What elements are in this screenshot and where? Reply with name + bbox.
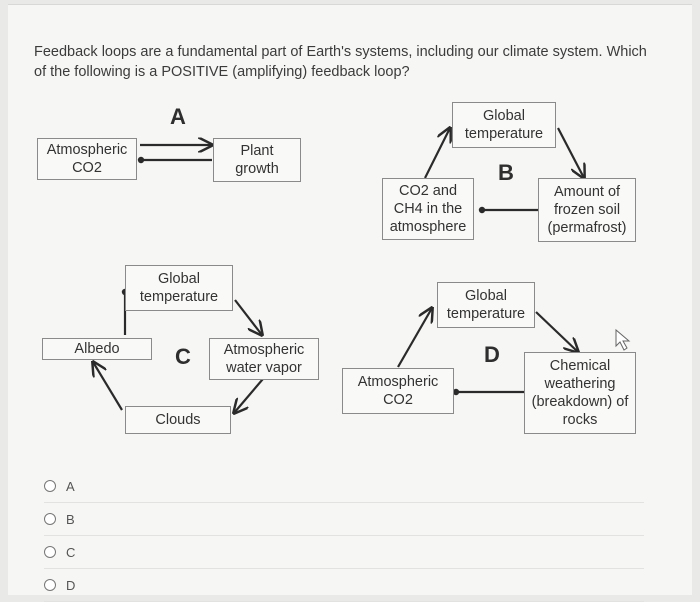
option-a[interactable]: A bbox=[44, 470, 644, 503]
box-a-atmospheric-co2: Atmospheric CO2 bbox=[37, 138, 137, 180]
box-b-global-temperature: Global temperature bbox=[452, 102, 556, 148]
radio-icon[interactable] bbox=[44, 546, 56, 558]
radio-icon[interactable] bbox=[44, 579, 56, 591]
box-c-clouds: Clouds bbox=[125, 406, 231, 434]
label-a: A bbox=[170, 104, 186, 129]
label-c: C bbox=[175, 344, 191, 369]
box-c-global-temperature: Global temperature bbox=[125, 265, 233, 311]
option-label: B bbox=[66, 511, 75, 527]
box-c-albedo: Albedo bbox=[42, 338, 152, 360]
arrow-c-temp-to-vapor bbox=[234, 299, 262, 335]
cursor-icon bbox=[615, 328, 631, 351]
question-card bbox=[8, 4, 692, 595]
box-c-water-vapor: Atmospheric water vapor bbox=[209, 338, 319, 380]
box-a-plant-growth: Plant growth bbox=[213, 138, 301, 182]
option-label: D bbox=[66, 577, 76, 593]
box-b-co2-ch4: CO2 and CH4 in the atmosphere bbox=[382, 178, 474, 240]
arrow-d-co2-to-temp bbox=[397, 308, 432, 368]
box-b-permafrost: Amount of frozen soil (permafrost) bbox=[538, 178, 636, 242]
option-c[interactable]: C bbox=[44, 536, 644, 569]
arrow-c-clouds-to-albedo bbox=[93, 362, 123, 411]
label-b: B bbox=[498, 160, 514, 185]
box-d-atmospheric-co2: Atmospheric CO2 bbox=[342, 368, 454, 414]
label-d: D bbox=[484, 342, 500, 367]
option-label: C bbox=[66, 544, 76, 560]
question-text: Feedback loops are a fundamental part of… bbox=[34, 44, 647, 80]
feedback-diagram bbox=[0, 0, 631, 584]
option-d[interactable]: D bbox=[44, 569, 644, 602]
radio-icon[interactable] bbox=[44, 480, 56, 492]
dot-d bbox=[452, 388, 460, 396]
arrow-b-temp-to-permafrost bbox=[557, 127, 584, 178]
option-label: A bbox=[66, 478, 75, 494]
dot-a bbox=[137, 156, 145, 164]
dot-b bbox=[478, 206, 486, 214]
box-d-chemical-weathering: Chemical weathering (breakdown) of rocks bbox=[524, 352, 636, 434]
box-d-global-temperature: Global temperature bbox=[437, 282, 535, 328]
option-b[interactable]: B bbox=[44, 503, 644, 536]
radio-icon[interactable] bbox=[44, 513, 56, 525]
arrow-b-co2-to-temp bbox=[424, 128, 450, 179]
arrow-d-temp-to-weathering bbox=[535, 311, 578, 352]
